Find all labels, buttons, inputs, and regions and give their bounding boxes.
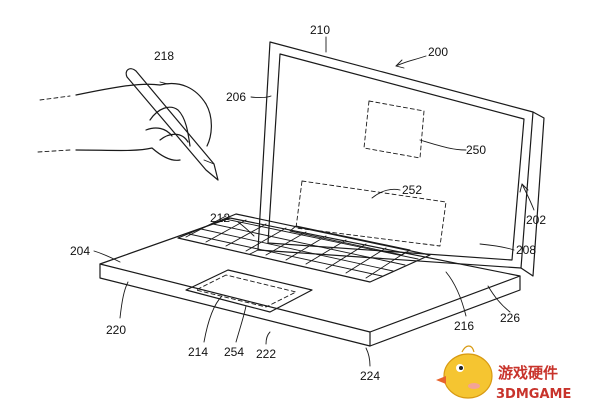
leader-204 (93, 250, 121, 263)
keyboard-keys (185, 215, 419, 279)
trackpad (185, 269, 313, 313)
arrow-202 (521, 183, 535, 211)
leader-224 (365, 347, 371, 367)
label-206: 206 (226, 90, 246, 104)
leader-220 (119, 281, 129, 319)
key-col-3 (225, 223, 267, 247)
key-col-4 (245, 227, 287, 252)
leader-216 (445, 271, 467, 317)
watermark-text-en: 3DMGAME (496, 387, 571, 402)
label-202: 202 (526, 213, 546, 227)
hand-finger-3 (145, 127, 173, 137)
leader-lines (93, 36, 535, 367)
lid-edge (520, 111, 545, 277)
base-front-face (99, 263, 371, 347)
trackpad-region-254 (195, 274, 297, 308)
key-col-2 (205, 219, 247, 243)
label-250: 250 (466, 143, 486, 157)
label-214: 214 (188, 345, 208, 359)
key-col-5 (265, 231, 307, 256)
key-col-6 (285, 235, 327, 261)
hand-outline-bottom (75, 147, 181, 161)
laptop-lid (249, 41, 545, 277)
key-col-1 (185, 215, 227, 238)
keyboard-area (177, 213, 431, 283)
hand-finger-1 (149, 106, 191, 147)
function-strip (289, 225, 411, 256)
leader-226 (487, 285, 511, 313)
watermark-text-cn: 游戏硬件 (498, 364, 558, 382)
hand-with-stylus (37, 68, 219, 181)
key-row-4 (188, 233, 383, 277)
arm-cut-line-top (39, 95, 71, 101)
label-208: 208 (516, 243, 536, 257)
chick-mascot-icon (436, 345, 493, 399)
region-252 (295, 180, 447, 247)
hand-outline-top (75, 83, 212, 147)
label-218: 218 (154, 49, 174, 63)
leader-212 (237, 221, 255, 237)
label-204: 204 (70, 244, 90, 258)
label-226: 226 (500, 311, 520, 325)
leader-254 (235, 305, 247, 343)
laptop-base (99, 213, 521, 347)
label-216: 216 (454, 319, 474, 333)
key-col-10 (365, 251, 407, 279)
base-right-face (369, 275, 521, 347)
arrow-200-head (395, 59, 405, 69)
watermark: 游戏硬件 3DMGAME (436, 345, 571, 402)
region-250 (363, 100, 425, 159)
label-224: 224 (360, 369, 380, 383)
leader-252 (371, 188, 401, 199)
hand-finger-2 (159, 133, 189, 143)
label-254: 254 (224, 345, 244, 359)
key-col-7 (305, 239, 347, 265)
key-row-2 (212, 223, 406, 266)
arrow-202-head (519, 183, 529, 193)
stylus-body (125, 68, 219, 181)
stylus-tip-ring (203, 159, 215, 165)
display-screen (267, 53, 525, 261)
leader-206 (250, 95, 272, 99)
leader-250 (419, 139, 467, 151)
reference-labels: 218 210 200 206 250 252 202 212 208 204 … (70, 23, 546, 383)
arrow-200 (395, 55, 427, 67)
label-218-leader (159, 81, 169, 85)
leader-222 (265, 331, 271, 345)
label-222: 222 (256, 347, 276, 361)
label-220: 220 (106, 323, 126, 337)
leader-214 (203, 295, 223, 343)
arm-cut-line-bottom (37, 149, 71, 153)
label-200: 200 (428, 45, 448, 59)
key-col-9 (345, 247, 387, 274)
label-252: 252 (402, 183, 422, 197)
key-col-8 (325, 243, 367, 270)
label-212: 212 (210, 211, 230, 225)
leader-208 (479, 243, 515, 251)
label-210: 210 (310, 23, 330, 37)
lid-hinge-left (249, 249, 259, 255)
